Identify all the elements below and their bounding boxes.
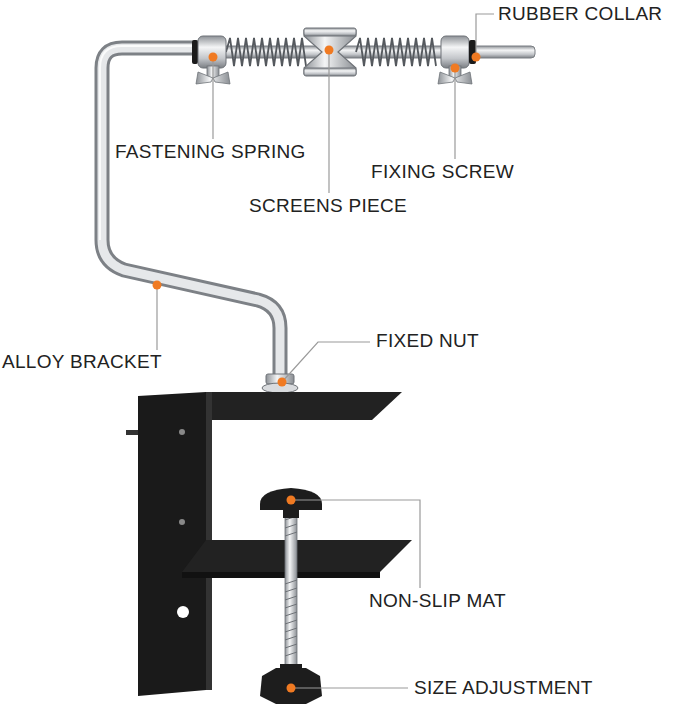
part-label: SIZE ADJUSTMENT (414, 678, 654, 698)
leader-line (157, 14, 494, 688)
part-label: RUBBER COLLAR (498, 4, 679, 24)
fixed-nut (262, 374, 298, 393)
collar (438, 36, 476, 84)
part-label: SCREENS PIECE (249, 196, 489, 216)
part-label: FIXED NUT (376, 331, 616, 351)
part-label: NON-SLIP MAT (369, 591, 609, 611)
screens-piece (304, 28, 356, 76)
clamp-screw (260, 488, 322, 704)
c-clamp (126, 392, 412, 696)
collar (192, 36, 230, 84)
part-label: FASTENING SPRING (115, 142, 355, 162)
part-label: FIXING SCREW (371, 162, 611, 182)
part-label: ALLOY BRACKET (2, 352, 242, 372)
